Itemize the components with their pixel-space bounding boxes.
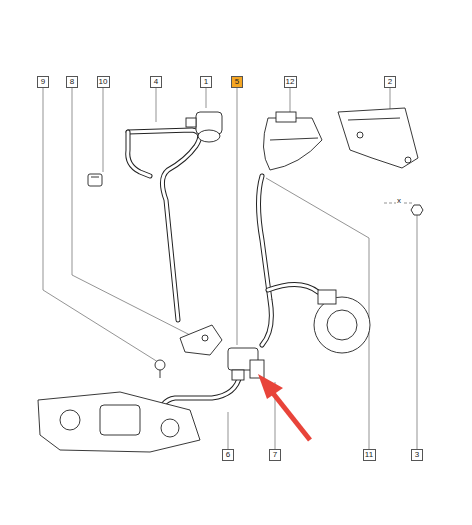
callout-box: 1 <box>200 76 212 88</box>
callout-number: 9 <box>41 78 45 86</box>
callout-number: 1 <box>204 78 208 86</box>
callout-box: 4 <box>150 76 162 88</box>
callout-box: 9 <box>37 76 49 88</box>
parts <box>38 108 423 452</box>
callout-box: 2 <box>384 76 396 88</box>
callout-number: 3 <box>415 451 419 459</box>
callout-number: 4 <box>154 78 158 86</box>
callout-box: 5 <box>231 76 243 88</box>
callout-box: 3 <box>411 449 423 461</box>
callout-box: 6 <box>222 449 234 461</box>
callout-number: 10 <box>99 78 108 86</box>
callout-box: 10 <box>97 76 110 88</box>
callout-box: 12 <box>284 76 297 88</box>
hoses <box>128 130 318 420</box>
callout-box: 8 <box>66 76 78 88</box>
callout-number: 11 <box>365 451 373 459</box>
callout-box: 11 <box>363 449 376 461</box>
callout-number: 12 <box>286 78 295 86</box>
callout-number: 6 <box>226 451 230 459</box>
callout-number: 5 <box>235 78 239 86</box>
pointer-arrow <box>258 374 310 440</box>
callout-number: 8 <box>70 78 74 86</box>
callout-number: 2 <box>388 78 392 86</box>
callout-number: 7 <box>273 451 277 459</box>
callout-box: 7 <box>269 449 281 461</box>
fastener-mark: x <box>396 196 402 205</box>
